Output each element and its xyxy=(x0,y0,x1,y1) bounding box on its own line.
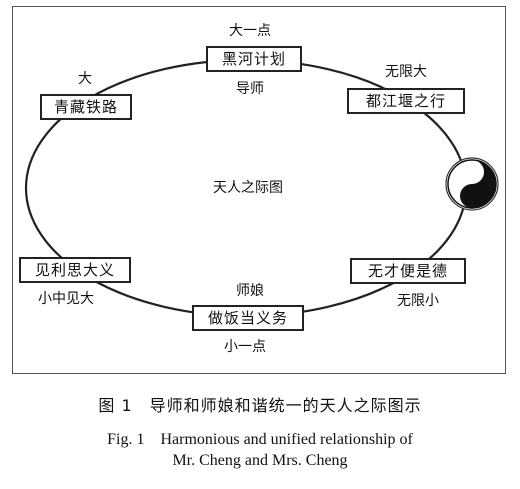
node-wucaibianshide: 无才便是德 xyxy=(350,258,466,284)
caption-english-line1: Fig. 1 Harmonious and unified relationsh… xyxy=(107,431,413,448)
node-jianlisidayi: 见利思大义 xyxy=(19,257,131,283)
yin-yang-icon xyxy=(445,157,499,211)
node-cooking-duty: 做饭当义务 xyxy=(192,305,304,331)
caption-chinese: 图 1 导师和师娘和谐统一的天人之际图示 xyxy=(98,396,422,415)
label-bottom-below: 小一点 xyxy=(224,339,266,355)
node-dujiangyan-trip: 都江堰之行 xyxy=(347,88,465,114)
caption-english-line2: Mr. Cheng and Mrs. Cheng xyxy=(172,452,348,469)
label-top-left-above: 大 xyxy=(78,71,92,87)
label-top-below: 导师 xyxy=(236,81,264,97)
label-top-right-above: 无限大 xyxy=(385,64,427,80)
center-label: 天人之际图 xyxy=(213,180,283,196)
label-bottom-right-below: 无限小 xyxy=(397,293,439,309)
label-top-above: 大一点 xyxy=(229,23,271,39)
node-qingzang-railway: 青藏铁路 xyxy=(40,94,132,120)
label-bottom-above: 师娘 xyxy=(236,283,264,299)
label-bottom-left-below: 小中见大 xyxy=(38,291,94,307)
node-heihe-plan: 黑河计划 xyxy=(206,46,302,72)
